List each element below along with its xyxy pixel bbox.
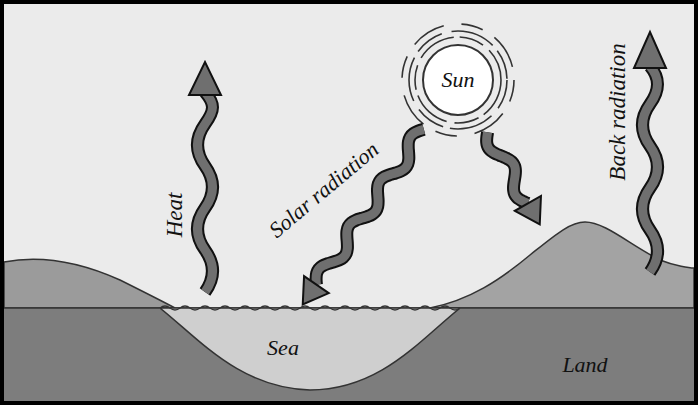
sea-basin-shape — [160, 306, 460, 394]
sun-circle: Sun — [422, 44, 494, 116]
heat-arrow — [189, 62, 221, 292]
arrow-head — [303, 276, 329, 304]
arrow-label: Solar radiation — [264, 137, 383, 242]
arrow-body — [487, 132, 528, 203]
land-region: Land — [470, 226, 688, 394]
region-name: Sea — [267, 336, 299, 360]
back-radiation-arrow — [634, 32, 666, 272]
back-radiation-arrow-outline — [643, 66, 658, 272]
region-name: Land — [562, 353, 607, 377]
sea-surface — [160, 306, 460, 310]
sun-ring — [415, 37, 501, 123]
heat-label: Heat — [162, 193, 187, 238]
heat-arrow-head — [189, 62, 221, 95]
sun-ring — [402, 24, 514, 136]
sun-rays — [402, 24, 514, 136]
back-radiation-label: Back radiation — [605, 43, 630, 180]
back-radiation-arrow-head — [634, 32, 666, 68]
arrow-head — [515, 196, 541, 224]
back-radiation-arrow-body — [643, 66, 658, 272]
left-hill — [4, 259, 175, 308]
sea-basin — [160, 308, 460, 390]
arrow-outline — [487, 132, 528, 203]
sun-ring — [409, 31, 507, 129]
heat-arrow-outline — [198, 92, 213, 292]
radiation-arrow — [487, 132, 541, 224]
heat-arrow-body — [198, 92, 213, 292]
ground — [4, 308, 694, 401]
region-name: Sun — [442, 68, 475, 92]
sea-region: Sea — [160, 306, 460, 394]
